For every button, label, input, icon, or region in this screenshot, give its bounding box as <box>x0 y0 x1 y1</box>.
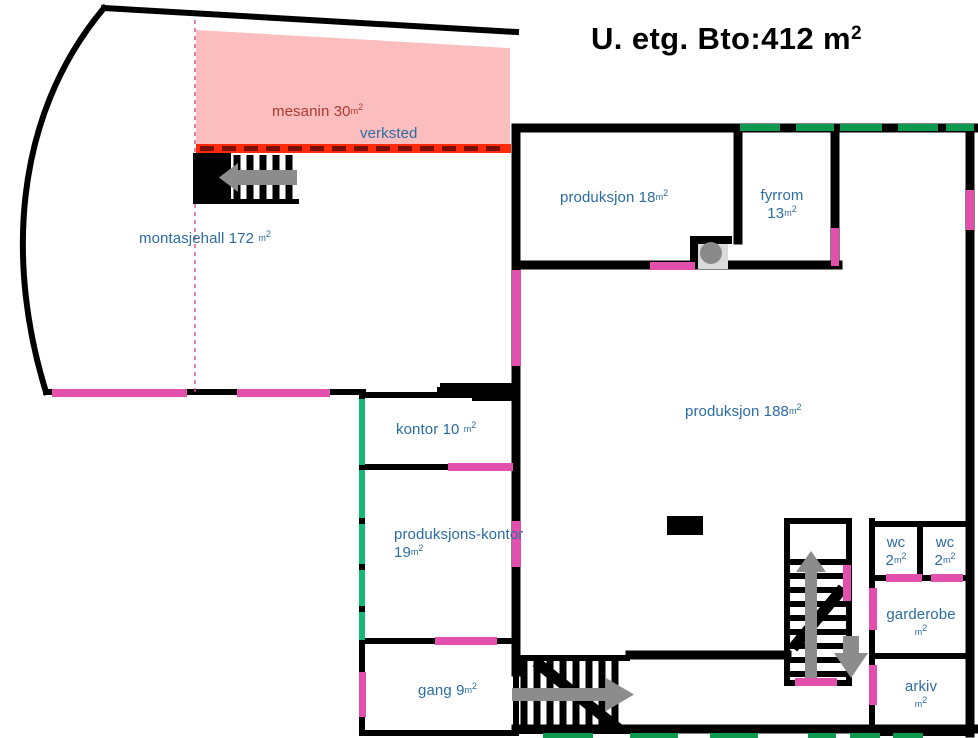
room-unit-montasjehall: m <box>258 233 266 243</box>
room-unit-fyrrom: m <box>784 208 792 219</box>
room-name-wc-2: wc <box>935 534 955 551</box>
room-name-mesanin: mesanin <box>272 103 330 120</box>
boiler-recess <box>690 236 732 269</box>
room-name-fyrrom: fyrrom <box>760 187 804 204</box>
room-unit-wc-2: m <box>942 555 951 566</box>
room-label-kontor: kontor 10 m2 <box>396 420 476 438</box>
room-label-arkiv: arkiv m2 <box>872 678 970 714</box>
room-unit-sup-prodkontor: 2 <box>418 543 424 554</box>
room-unit-gang: m <box>464 685 473 695</box>
boiler-unit <box>700 242 722 264</box>
room-label-montasjehall: montasjehall 172 m2 <box>139 229 271 247</box>
window-marks-office-left <box>359 399 365 640</box>
room-unit-sup-produksjon18: 2 <box>663 188 669 198</box>
room-label-wc-1: wc 2m2 <box>876 534 916 570</box>
room-unit-sup-produksjon188: 2 <box>796 402 802 412</box>
room-area-mesanin: 30 <box>333 103 351 120</box>
door-marks-upper <box>650 190 974 270</box>
page-title-text: U. etg. Bto:412 m <box>591 21 852 56</box>
office-block-thick-stub <box>440 383 518 401</box>
room-area-montasjehall: 172 <box>228 230 255 247</box>
room-area-produksjon188: 188 <box>763 403 789 420</box>
room-label-verksted: verksted <box>360 125 418 142</box>
room-unit-wc-1: m <box>893 555 902 566</box>
page-title-sup: 2 <box>851 23 862 44</box>
room-label-produksjon188: produksjon 188m2 <box>685 402 802 420</box>
mezzanine-edge <box>196 144 511 153</box>
room-name-prodkontor: produksjons-kontor <box>394 526 524 543</box>
room-area-wc-1: 2 <box>885 552 894 570</box>
upper-right-walls <box>511 123 978 738</box>
room-label-mesanin: mesanin 30m2 <box>272 102 363 120</box>
room-unit-produksjon188: m <box>789 406 797 416</box>
room-area-fyrrom: 13 <box>767 205 785 223</box>
staircase-entry <box>512 655 634 735</box>
room-label-prodkontor: produksjons-kontor 19m2 <box>394 526 524 562</box>
room-area-produksjon18: 18 <box>638 189 656 206</box>
door-marks-service <box>869 574 963 705</box>
room-name-arkiv: arkiv <box>904 678 938 695</box>
window-marks-bottom <box>543 733 923 738</box>
room-unit-prodkontor: m <box>410 547 419 558</box>
door-marks-office <box>359 463 513 717</box>
room-unit-sup-garderobe: 2 <box>922 623 928 634</box>
room-label-produksjon18: produksjon 18m2 <box>560 188 668 206</box>
room-area-kontor: 10 <box>442 421 460 438</box>
room-name-verksted: verksted <box>360 125 418 142</box>
room-unit-sup-kontor: 2 <box>471 420 477 430</box>
room-unit-sup-arkiv: 2 <box>922 695 928 706</box>
room-area-gang: 9 <box>456 682 465 699</box>
room-unit-sup-fyrrom: 2 <box>791 204 797 215</box>
room-unit-produksjon18: m <box>655 192 664 202</box>
mesanin-area <box>196 30 510 150</box>
room-name-gang: gang <box>418 682 452 699</box>
room-name-garderobe: garderobe <box>886 606 956 623</box>
room-label-wc-2: wc 2m2 <box>925 534 965 570</box>
room-unit-kontor: m <box>463 424 472 434</box>
room-unit-sup-mesanin: 2 <box>358 102 364 112</box>
room-label-gang: gang 9m2 <box>418 681 477 699</box>
door-marks-hall <box>52 389 330 397</box>
room-unit-arkiv: m <box>914 699 923 710</box>
room-unit-garderobe: m <box>914 627 923 638</box>
structural-column <box>667 516 703 535</box>
room-unit-sup-wc-1: 2 <box>901 551 907 562</box>
room-label-fyrrom: fyrrom 13m2 <box>748 187 816 223</box>
room-name-produksjon18: produksjon <box>560 189 635 206</box>
room-unit-sup-gang: 2 <box>472 681 478 691</box>
room-area-wc-2: 2 <box>934 552 943 570</box>
staircase-main <box>784 518 852 686</box>
door-marks-spine <box>512 270 521 567</box>
room-name-wc-1: wc <box>886 534 906 551</box>
room-name-produksjon188: produksjon <box>685 403 760 420</box>
room-area-prodkontor: 19 <box>394 544 411 562</box>
staircase-verksted <box>193 153 299 204</box>
room-name-kontor: kontor <box>396 421 439 438</box>
room-label-garderobe: garderobe m2 <box>872 606 970 642</box>
room-name-montasjehall: montasjehall <box>139 230 225 247</box>
room-unit-sup-wc-2: 2 <box>950 551 956 562</box>
window-marks-top <box>740 124 974 131</box>
lower-walls <box>511 650 978 734</box>
page-title: U. etg. Bto:412 m2 <box>591 21 862 57</box>
room-unit-sup-montasjehall: 2 <box>265 229 271 239</box>
corridor-arrow <box>834 636 868 678</box>
room-unit-mesanin: m <box>350 106 359 116</box>
